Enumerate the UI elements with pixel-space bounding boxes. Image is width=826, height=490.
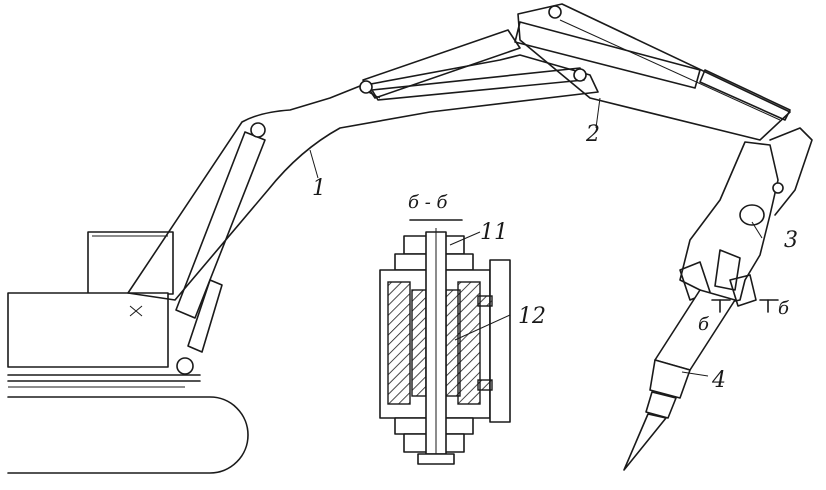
pin-markers — [129, 5, 784, 375]
label-hammer: 4 — [712, 368, 726, 393]
link-bar — [371, 67, 585, 101]
boom-cylinder — [175, 131, 266, 353]
label-stick: 2 — [586, 122, 600, 147]
excavator-cab — [87, 231, 174, 295]
hammer — [623, 249, 741, 471]
label-leaders — [309, 97, 763, 377]
bracket — [679, 127, 813, 307]
stick — [517, 3, 791, 141]
section-mark-right: б — [778, 298, 789, 319]
stick-cylinder — [362, 21, 701, 99]
label-pin: 11 — [480, 220, 508, 245]
excavator-body — [7, 292, 201, 388]
section-view — [379, 219, 511, 465]
label-bracket: 3 — [784, 228, 798, 253]
excavator-track — [7, 396, 249, 474]
section-cut-mark — [711, 299, 779, 313]
label-boom: 1 — [312, 176, 326, 201]
section-mark-left: б — [698, 314, 709, 335]
section-title: б - б — [408, 192, 448, 213]
label-bushing: 12 — [518, 304, 546, 329]
